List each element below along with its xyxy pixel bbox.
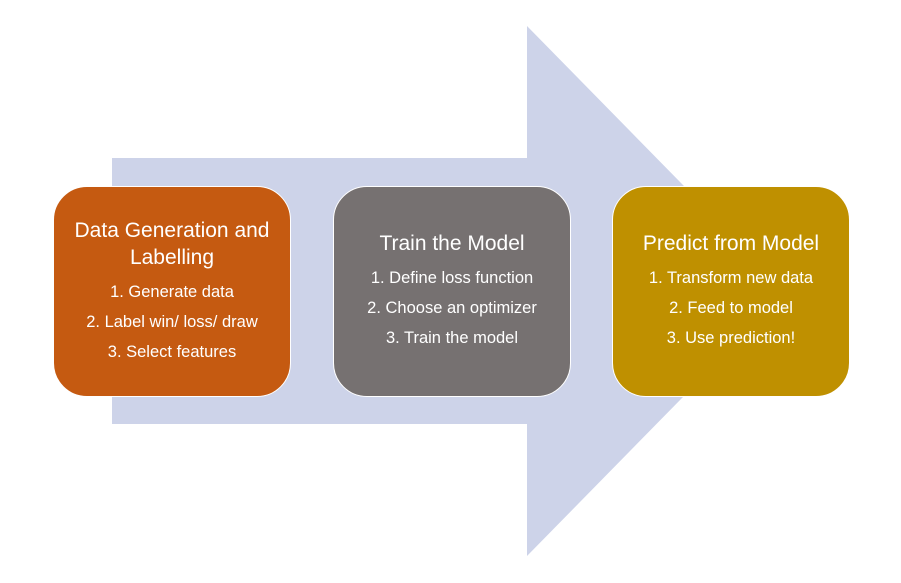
step-box-train-model: Train the Model 1. Define loss function … bbox=[333, 186, 571, 397]
step-title: Predict from Model bbox=[642, 232, 820, 255]
step-box-predict: Predict from Model 1. Transform new data… bbox=[612, 186, 850, 397]
step-item: 1. Transform new data bbox=[648, 269, 814, 287]
step-item: 3. Train the model bbox=[385, 329, 519, 347]
step-box-data-generation: Data Generation and Labelling 1. Generat… bbox=[53, 186, 291, 397]
step-list: 1. Generate data 2. Label win/ loss/ dra… bbox=[86, 277, 258, 367]
step-item: 2. Choose an optimizer bbox=[367, 299, 537, 317]
step-title: Train the Model bbox=[379, 232, 525, 255]
step-item: 2. Label win/ loss/ draw bbox=[86, 312, 258, 331]
step-item: 3. Use prediction! bbox=[666, 329, 796, 347]
step-item: 1. Generate data bbox=[110, 282, 234, 301]
step-title: Data Generation and Labelling bbox=[74, 218, 270, 269]
step-list: 1. Define loss function 2. Choose an opt… bbox=[367, 263, 537, 353]
step-list: 1. Transform new data 2. Feed to model 3… bbox=[649, 263, 813, 353]
step-item: 2. Feed to model bbox=[669, 299, 793, 317]
step-item: 1. Define loss function bbox=[370, 269, 534, 287]
step-item: 3. Select features bbox=[107, 342, 237, 361]
